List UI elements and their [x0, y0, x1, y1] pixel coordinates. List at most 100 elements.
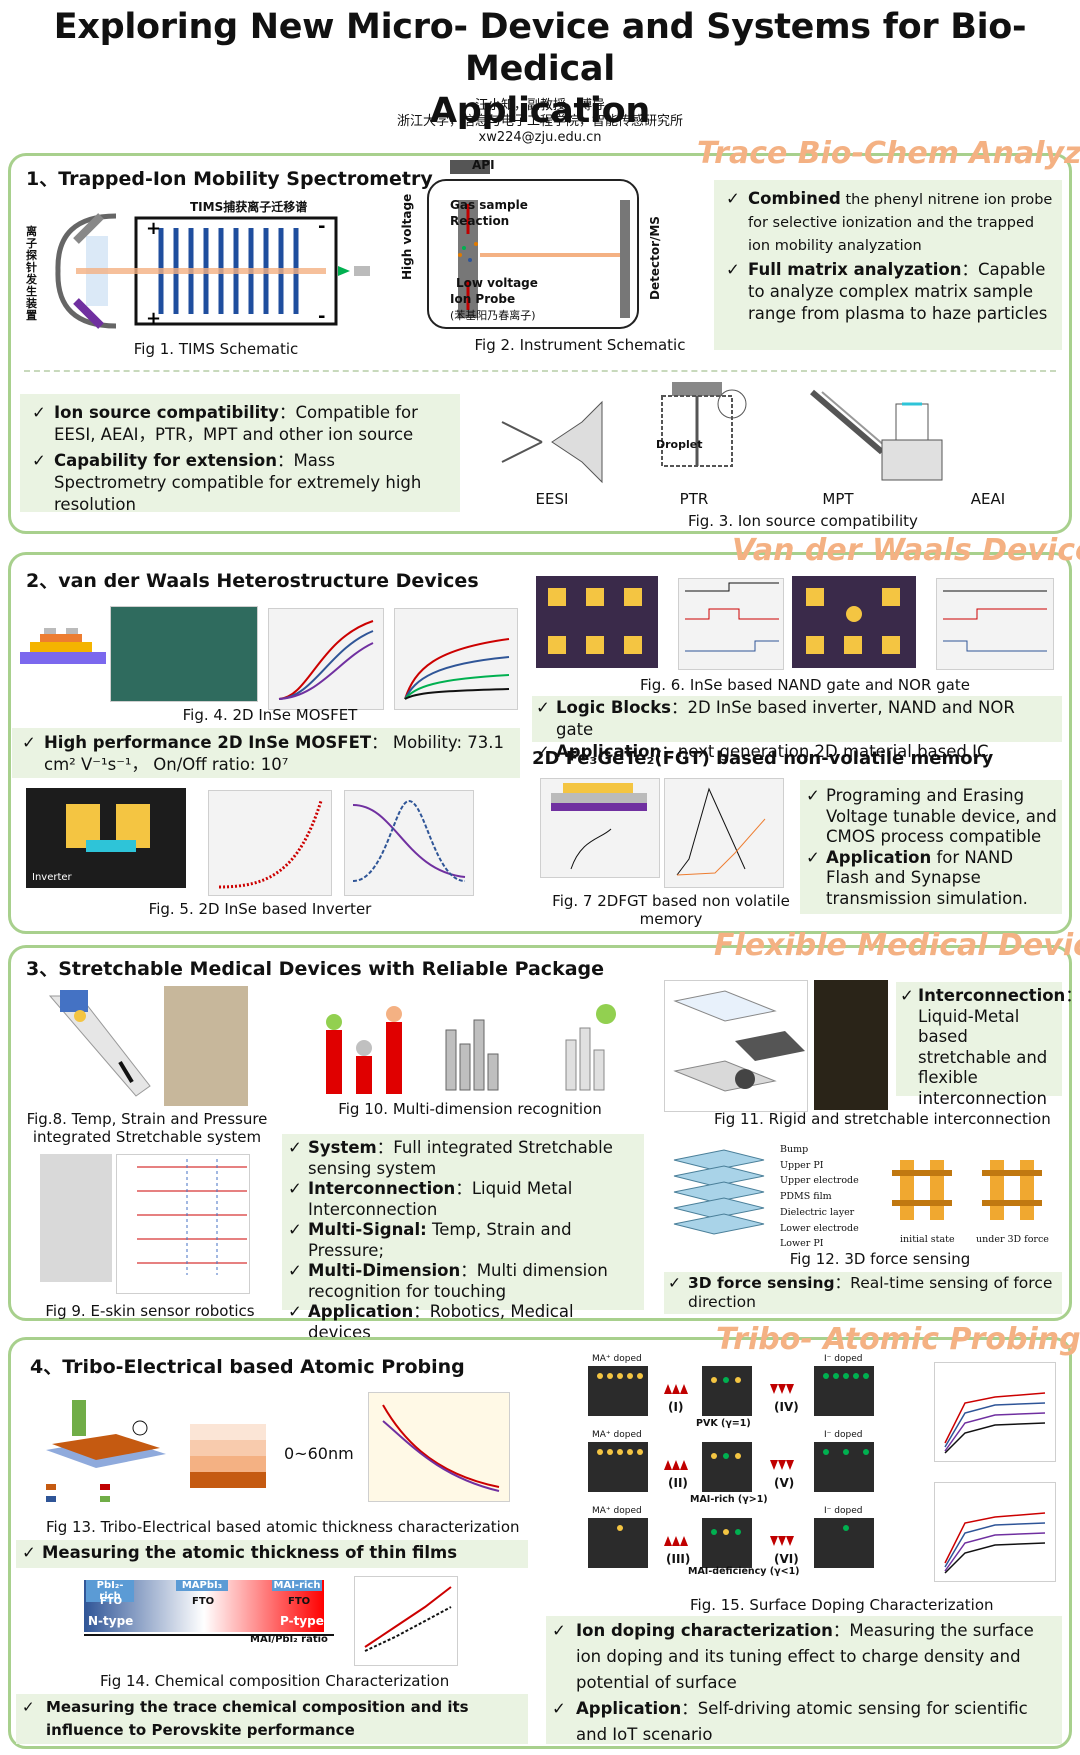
ion-source-box: ✓Ion source compatibility：Compatible for… — [20, 394, 460, 514]
fig5-caption: Fig. 5. 2D InSe based Inverter — [148, 900, 372, 918]
atomic-application-item: ✓Application：Self-driving atomic sensing… — [552, 1699, 1028, 1744]
fig2-gas-label: Gas sample — [450, 198, 528, 212]
fig13-setup — [46, 1400, 166, 1502]
fig4-transfer-plot — [268, 608, 384, 710]
poster-title: Exploring New Micro- Device and Systems … — [0, 6, 1080, 132]
source-mpt: MPT — [822, 490, 854, 508]
fig12-initial-state: initial state — [900, 1234, 955, 1245]
fgt-title: 2D Fe₃GeTe₂(FGT) based non-volatile memo… — [532, 748, 994, 769]
fig15-plot-top — [934, 1362, 1056, 1462]
poster-title-line2: Application — [430, 91, 650, 131]
fig9-robot-photo — [40, 1154, 112, 1282]
fig15-row3-mid: MAI-deficiency (γ<1) — [688, 1566, 800, 1577]
fig10-bars — [326, 1004, 616, 1094]
fig13-thickness-gradient — [190, 1424, 266, 1488]
svg-text:+: + — [146, 218, 161, 239]
section1-watermark: Trace Bio-Chem Analyzer — [697, 136, 1080, 171]
composition-box: ✓Measuring the trace chemical compositio… — [16, 1694, 528, 1744]
fig5-inverter-label: Inverter — [32, 872, 72, 883]
fig2-ion-probe-cn: (苯基阳乃春离子) — [450, 309, 536, 322]
mosfet-item: ✓High performance 2D InSe MOSFET： Mobili… — [22, 733, 504, 774]
fig14-ratio-label: MAI/PbI₂ ratio — [250, 1634, 328, 1645]
fig14-fto-right: FTO — [288, 1596, 311, 1607]
fgt-application-item: ✓Application for NAND Flash and Synapse … — [806, 847, 1028, 908]
layer-pdms: PDMS film — [780, 1191, 832, 1203]
fig5-vtc-plot — [344, 790, 474, 896]
fig11-schematic — [664, 980, 808, 1112]
force-sensing-item: ✓3D force sensing：Real-time sensing of f… — [668, 1274, 1053, 1311]
author-email: xw224@zju.edu.cn — [478, 130, 602, 145]
fig1-side-label: 离子探针发生装置 — [26, 225, 37, 322]
fig4-microscope — [110, 606, 258, 702]
fig6-nor-image — [792, 576, 916, 668]
section1-summary-box: ✓Combined the phenyl nitrene ion probe f… — [714, 180, 1062, 350]
fig8-photo — [164, 986, 248, 1106]
interconnection-item: ✓Interconnection：Liquid Metal Interconne… — [288, 1179, 573, 1219]
multi-signal-item: ✓Multi-Signal: Temp, Strain and Pressure… — [288, 1220, 572, 1260]
fig15-row1-left-num: (I) — [668, 1400, 684, 1414]
logic-box: ✓Logic Blocks：2D InSe based inverter, NA… — [532, 696, 1062, 761]
fig15-row3-left-num: (III) — [666, 1552, 691, 1566]
source-eesi: EESI — [535, 490, 569, 508]
fig6-nand-image — [536, 576, 658, 668]
section4-watermark: Tribo- Atomic Probing — [716, 1322, 1080, 1357]
fig15-plot-bottom — [934, 1482, 1056, 1582]
fig14-axis — [84, 1634, 334, 1636]
fig2-caption: Fig 2. Instrument Schematic — [474, 336, 686, 354]
ptr-diagram — [661, 382, 747, 467]
fig2-low-voltage-label: Low voltage — [456, 276, 538, 290]
fig15-row1-mid: PVK (γ=1) — [696, 1418, 751, 1429]
logic-blocks-item: ✓Logic Blocks：2D InSe based inverter, NA… — [536, 698, 1015, 739]
fig14-p-type: P-type — [280, 1614, 324, 1628]
fig11-photo — [814, 980, 888, 1110]
fig3-diagrams — [501, 382, 943, 484]
extension-capability-item: ✓Capability for extension：Mass Spectrome… — [32, 451, 422, 514]
logic-application-item: ✓Application：next generation 2D material… — [536, 742, 989, 761]
fig1-diagram: + + - - — [55, 213, 370, 329]
fig15-row1-right-tag: I⁻ doped — [824, 1354, 863, 1364]
system-item: ✓System：Full integrated Stretchable sens… — [288, 1138, 613, 1178]
fig1-tims-schematic: 离子探针发生装置 TIMS捕获离子迁移谱 + + - - Fig 1. TIMS… — [26, 196, 376, 358]
fig5-transfer-plot — [208, 790, 332, 896]
fig4-caption: Fig. 4. 2D InSe MOSFET — [182, 706, 358, 724]
fig15-row2-mid: MAI-rich (γ>1) — [690, 1494, 768, 1505]
author-block: 汪小知，副教授，博导 浙江大学，信息与电子工程学院，智能传感研究所 xw224@… — [0, 98, 1080, 146]
fig13-thickness-plot — [368, 1392, 510, 1502]
mosfet-box: ✓High performance 2D InSe MOSFET： Mobili… — [12, 728, 520, 778]
fig6-nand-waveform — [678, 578, 784, 670]
section3-panel — [8, 945, 1072, 1321]
summary-item-full-matrix: ✓Full matrix analyzation：Capable to anal… — [726, 260, 1048, 323]
fig15-caption: Fig. 15. Surface Doping Characterization — [690, 1596, 994, 1614]
fig2-reaction-label: Reaction — [450, 214, 510, 228]
fig12-layer-stack — [673, 1149, 765, 1235]
fig14-mapbi3: MAPbI₃ — [176, 1580, 228, 1591]
multi-dimension-item: ✓Multi-Dimension：Multi dimension recogni… — [288, 1261, 608, 1301]
fig1-caption: Fig 1. TIMS Schematic — [133, 340, 299, 358]
fig13-caption: Fig 13. Tribo-Electrical based atomic th… — [46, 1518, 520, 1536]
fig10-caption: Fig 10. Multi-dimension recognition — [338, 1100, 602, 1118]
fig2-instrument: API Gas sample Reaction Low voltage Ion … — [400, 158, 662, 340]
fgt-program-item: ✓Programing and Erasing Voltage tunable … — [806, 786, 1057, 846]
fig6-nor-waveform — [936, 578, 1054, 670]
section2-watermark: Van der Waals Devices — [732, 533, 1080, 568]
fig14-caption: Fig 14. Chemical composition Characteriz… — [100, 1672, 450, 1690]
fig14-mai-rich: MAI-rich — [272, 1580, 322, 1591]
fig15-row2-right-tag: I⁻ doped — [824, 1430, 863, 1440]
fig2-diagram — [427, 160, 639, 329]
fig9-caption: Fig 9. E-skin sensor robotics — [45, 1302, 255, 1320]
fig2-ion-probe-label: Ion Probe — [450, 292, 516, 306]
fig6-caption: Fig. 6. InSe based NAND gate and NOR gat… — [640, 676, 970, 694]
interconnection-box: ✓Interconnection：Liquid-Metal based stre… — [896, 982, 1080, 1108]
author-name: 汪小知，副教授，博导 — [474, 98, 605, 113]
fig14-fto-left: FTO — [100, 1596, 123, 1607]
fig14-n-type: N-type — [88, 1614, 134, 1628]
fig7-caption: Fig. 7 2DFGT based non volatile memory — [552, 892, 790, 928]
ion-source-compat-item: ✓Ion source compatibility：Compatible for… — [32, 403, 418, 444]
source-ptr: PTR — [679, 490, 709, 508]
fig12-layers: Bump Upper PI Upper electrode PDMS film … — [780, 1142, 859, 1252]
fig4-device-stack — [20, 628, 106, 664]
fig15-row2-left-tag: MA⁺ doped — [592, 1430, 642, 1440]
mpt-diagram — [810, 389, 893, 455]
fig2-api-label: API — [472, 158, 495, 172]
section4-title: 4、Tribo-Electrical based Atomic Probing — [30, 1356, 465, 1378]
